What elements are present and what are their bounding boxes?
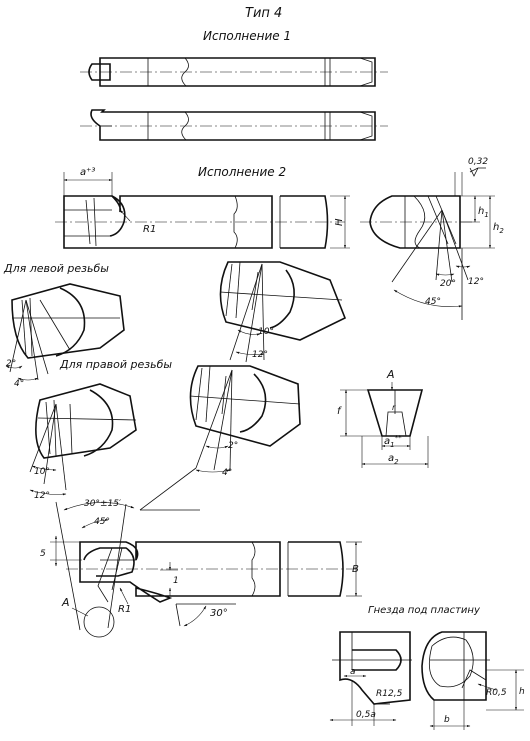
socket-side-view: a 0,5a R12,5 (329, 631, 412, 726)
dim-a-socket: a (350, 667, 356, 677)
dim-r-small: r (392, 403, 396, 412)
angle-30-tol: 30°±15′ (84, 499, 121, 509)
right-thread-tool: 10° 12° (29, 383, 137, 501)
type-label: Тип 4 (245, 6, 282, 21)
dim-b-socket: b (444, 715, 450, 725)
dim-half-a: 0,5a (356, 710, 376, 720)
angle-12-top: 12° (468, 277, 484, 287)
view-a-bottom-label: A (61, 596, 70, 609)
angle-30: 30° (210, 608, 228, 619)
main-tool-side-view: 30°±15′ 45° 5 B 1 30° R1 A (40, 499, 362, 638)
angle-45-bottom: 45° (94, 517, 110, 527)
dim-f: f (337, 406, 342, 417)
angle-45-top: 45° (425, 297, 441, 307)
view-a-top-label: A (386, 368, 395, 381)
dim-a-plus3: a⁺³ (80, 167, 95, 178)
angle-4-left: 4° (14, 379, 24, 389)
dim-5: 5 (40, 549, 46, 559)
angle-12-mid: 12° (252, 350, 268, 360)
variant2-end-view: 0,32 h1 h2 20° 12° 45° (360, 157, 504, 320)
angle-12-left: 12° (34, 491, 50, 501)
angle-2-left: 2° (6, 359, 16, 369)
dim-a1: a1** (384, 434, 402, 449)
socket-label: Гнезда под пластину (368, 605, 481, 616)
dim-h-big: H (334, 218, 345, 226)
dim-r1-bottom: R1 (118, 604, 131, 615)
dim-b-big: B (352, 564, 359, 575)
top-right-tool: 10° 12° (219, 261, 347, 363)
right-thread-label: Для правой резьбы (59, 358, 172, 371)
left-thread-label: Для левой резьбы (3, 262, 109, 275)
variant2-label: Исполнение 2 (198, 165, 286, 179)
variant1-top-tool (80, 57, 388, 87)
middle-right-tool: 2° 4° (139, 365, 301, 511)
left-thread-tool: 2° 4° (5, 283, 125, 389)
variant1-label: Исполнение 1 (203, 29, 291, 43)
socket-end-view: R0,5 h b (421, 631, 525, 730)
dim-h2: h2 (493, 222, 504, 235)
dim-h-socket: h (519, 687, 525, 697)
dim-r1-top: R1 (143, 224, 156, 235)
view-a-profile: A r f a1** a2 (337, 368, 429, 468)
dim-r0-5: R0,5 (486, 688, 507, 698)
dim-a2: a2 (388, 453, 399, 466)
angle-10-mid: 10° (258, 327, 274, 337)
angle-4-right: 4° (222, 468, 232, 478)
angle-10-left: 10° (34, 467, 50, 477)
variant2-side-view: a⁺³ R1 H (55, 167, 350, 249)
roughness-value: 0,32 (468, 157, 488, 167)
dim-r12-5: R12,5 (376, 689, 403, 699)
variant1-bottom-tool (80, 109, 388, 141)
angle-20: 20° (440, 279, 456, 289)
dim-1: 1 (173, 576, 179, 586)
angle-2-right: 2° (228, 441, 238, 451)
dim-h1: h1 (478, 206, 489, 219)
